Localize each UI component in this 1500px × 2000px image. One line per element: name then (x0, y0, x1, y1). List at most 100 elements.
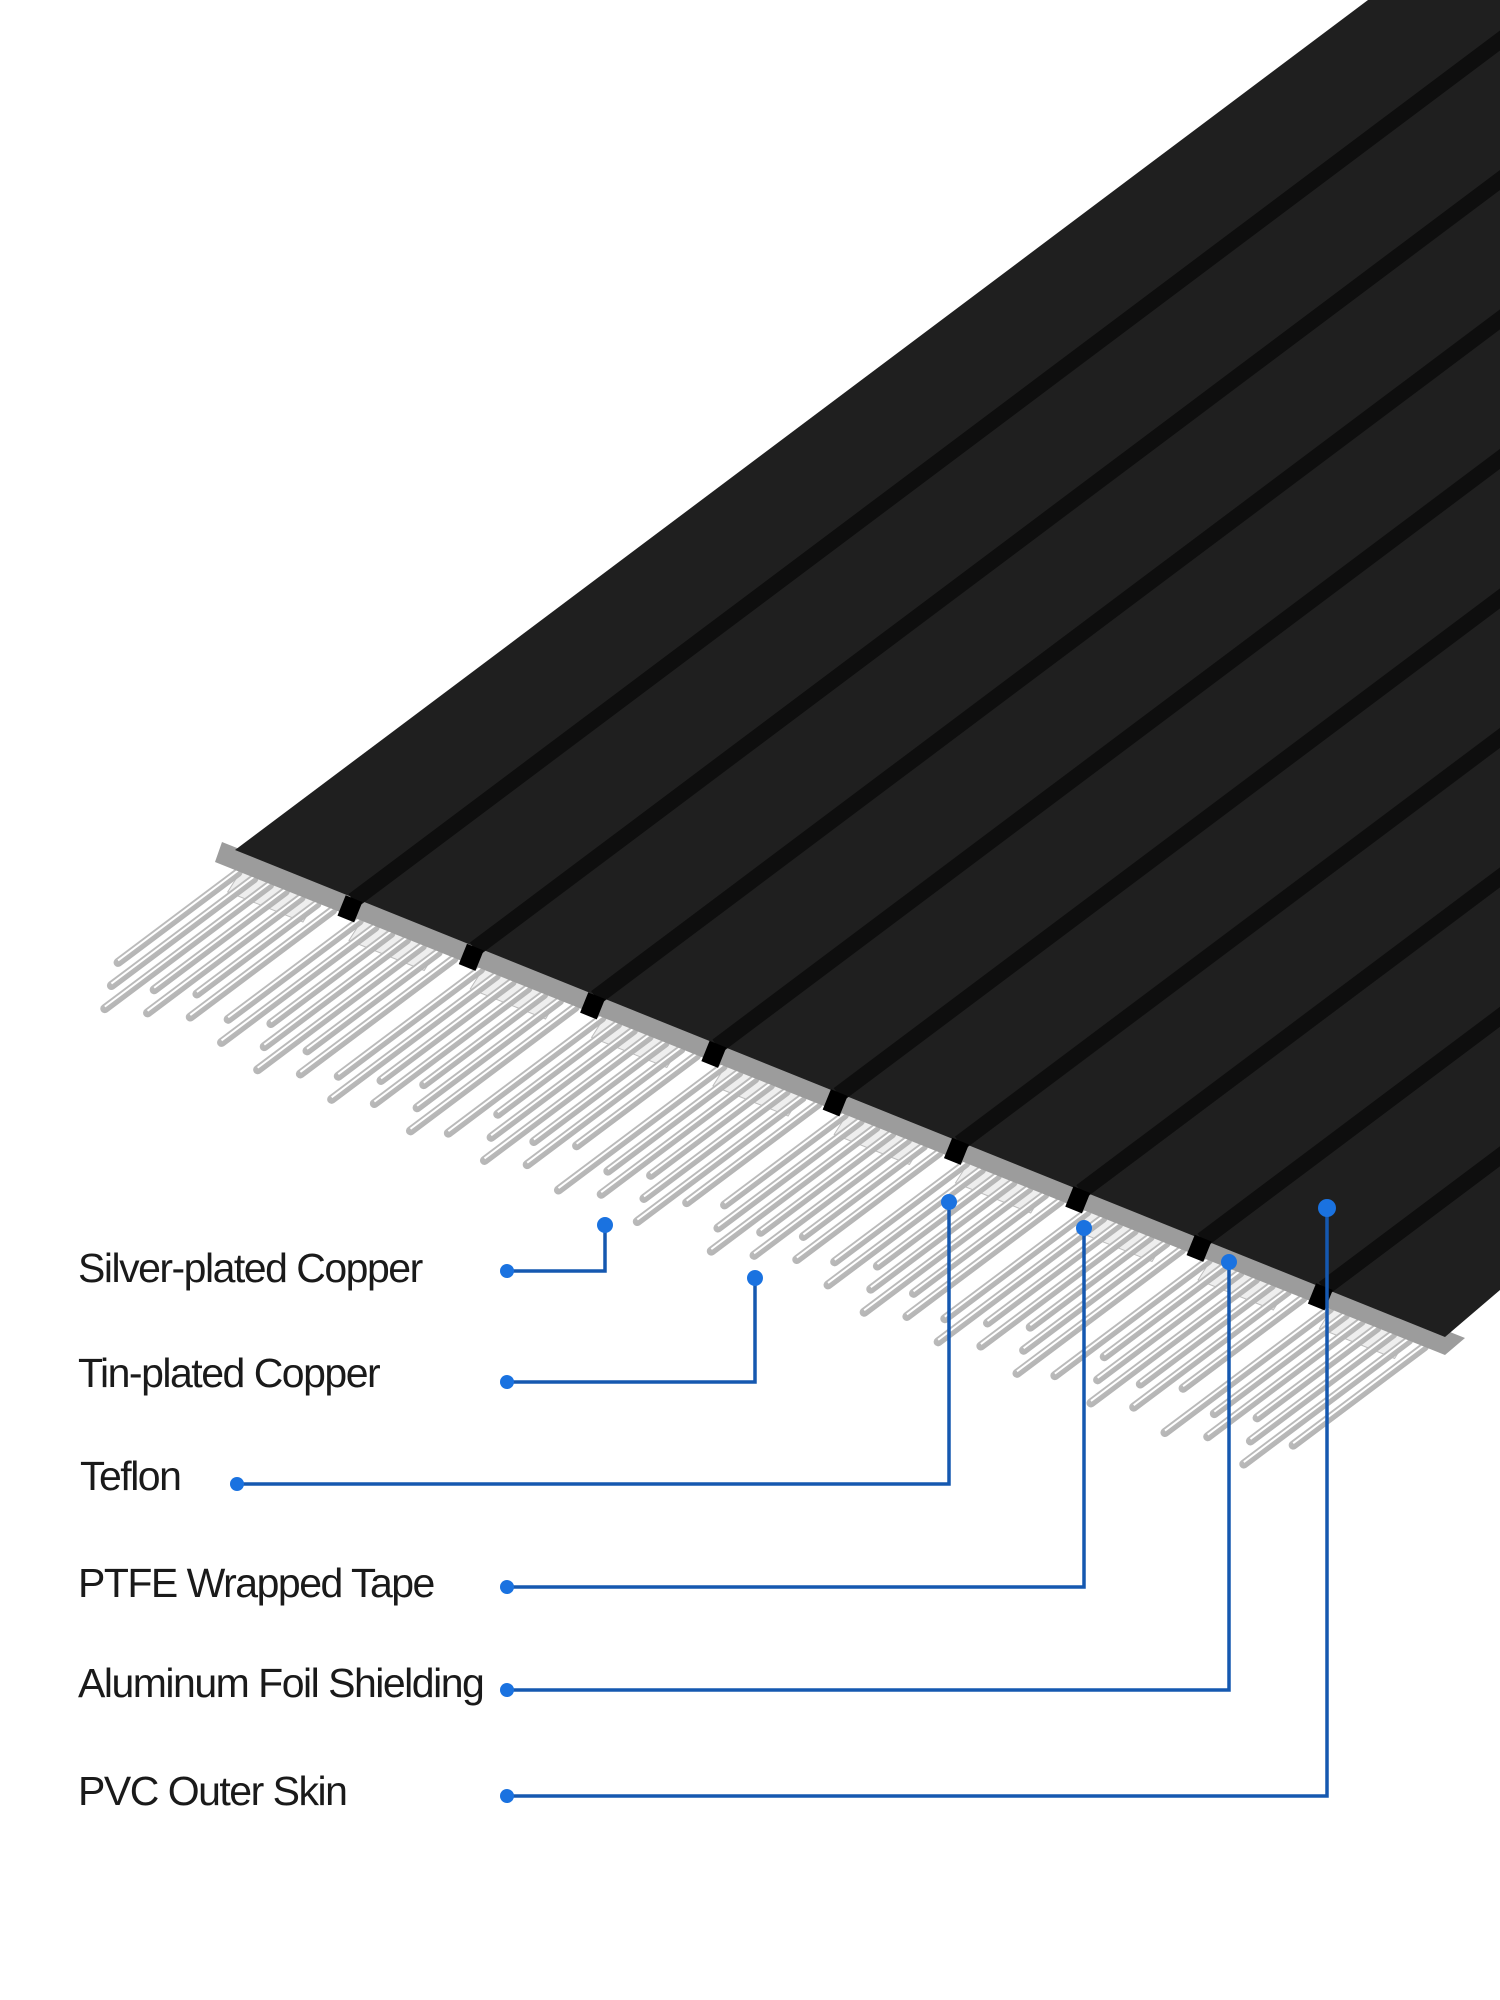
conductor-highlight (643, 1088, 787, 1198)
conductor-strand (1019, 1238, 1171, 1355)
leader-line (507, 1262, 1231, 1692)
leader-dot (500, 1264, 514, 1278)
conductor-highlight (117, 869, 239, 962)
groove-notch (458, 943, 484, 971)
conductor-highlight (263, 937, 408, 1046)
conductor-strand (113, 867, 243, 967)
groove-notch (822, 1089, 848, 1117)
ribbon-grooves (337, 30, 1500, 1311)
conductor-highlight (1054, 1257, 1210, 1375)
conductor-highlight (153, 888, 286, 989)
conductor-highlight (110, 875, 255, 985)
conductor-highlight (331, 972, 498, 1099)
ribbon-groove (833, 588, 1500, 1101)
conductor-highlight (1139, 1282, 1273, 1383)
conductor-highlight (380, 979, 513, 1080)
conductor-highlight (937, 1215, 1104, 1341)
conductor-highlight (483, 1034, 650, 1160)
conductor-strand (720, 1110, 850, 1210)
conductor-highlight (1097, 1270, 1241, 1379)
conductor-strand (706, 1123, 881, 1256)
conductor-highlight (802, 1143, 925, 1236)
conductor-highlight (557, 1063, 724, 1189)
conductor-strand (419, 990, 549, 1090)
conductor-highlight (257, 943, 424, 1069)
leader-line (507, 1278, 757, 1384)
conductor-highlight (227, 918, 360, 1019)
conductor-strand (553, 1061, 728, 1195)
conductor-strand (266, 929, 396, 1029)
conductor-strand (486, 1026, 639, 1142)
conductor-highlight (373, 985, 529, 1103)
ribbon-groove (591, 309, 1500, 1004)
conductor-strand (1093, 1268, 1245, 1385)
conductor-strand (522, 1044, 686, 1170)
conductor-strand (143, 893, 306, 1018)
leader-line (507, 1225, 607, 1273)
conductor-strand (1252, 1323, 1382, 1423)
leader-line (237, 1202, 951, 1486)
conductor-highlight (1292, 1343, 1425, 1444)
conductor-strand (295, 954, 459, 1079)
conductor-highlight (980, 1228, 1136, 1345)
conductor-strand (792, 1148, 944, 1265)
leader-dot (597, 1217, 613, 1233)
conductor-highlight (497, 1021, 619, 1114)
conductor-highlight (906, 1198, 1062, 1316)
conductor-strand (596, 1074, 760, 1199)
conductor-strand (1245, 1329, 1398, 1446)
conductor-highlight (760, 1131, 893, 1232)
leader-dot (500, 1375, 514, 1389)
conductor-strand (443, 1013, 607, 1138)
ribbon-groove (954, 727, 1500, 1150)
leader-dot (747, 1270, 763, 1286)
conductor-highlight (423, 991, 545, 1084)
leader-dot (941, 1194, 957, 1210)
conductor-highlight (870, 1179, 1014, 1288)
exposed-conductors (100, 867, 1429, 1469)
leader-line (507, 1228, 1086, 1589)
conductor-strand (1203, 1317, 1366, 1442)
groove-notch (337, 895, 363, 923)
conductor-strand (639, 1087, 791, 1203)
conductor-strand (185, 905, 338, 1022)
conductor-strand (682, 1099, 823, 1208)
conductor-strand (217, 922, 380, 1047)
conductor-highlight (337, 966, 482, 1076)
conductor-highlight (686, 1101, 819, 1202)
conductor-strand (830, 1158, 971, 1267)
groove-notch (1065, 1186, 1091, 1214)
callout-silver-plated-copper: Silver-plated Copper (78, 1217, 613, 1291)
callout-aluminum-foil-shielding: Aluminum Foil Shielding (78, 1254, 1237, 1706)
ribbon-groove (1076, 867, 1500, 1198)
groove-notch (943, 1137, 969, 1165)
label-aluminum-foil-shielding: Aluminum Foil Shielding (78, 1660, 483, 1706)
conductor-strand (493, 1019, 623, 1119)
conductor-strand (192, 899, 322, 999)
conductor-highlight (306, 949, 439, 1050)
conductor-highlight (1182, 1295, 1304, 1388)
conductor-highlight (1103, 1263, 1225, 1356)
conductor-highlight (1133, 1289, 1288, 1406)
callout-pvc-outer-skin: PVC Outer Skin (78, 1199, 1336, 1814)
leader-dot (500, 1683, 514, 1697)
conductor-strand (1209, 1310, 1351, 1419)
ribbon-groove (1197, 1006, 1500, 1247)
conductor-strand (1288, 1342, 1429, 1450)
conductor-highlight (1207, 1318, 1362, 1436)
conductor-highlight (416, 998, 561, 1107)
conductor-highlight (1029, 1234, 1151, 1326)
conductor-highlight (104, 882, 271, 1008)
conductor-highlight (1249, 1331, 1394, 1440)
conductor-strand (1129, 1287, 1292, 1412)
conductor-strand (1135, 1281, 1277, 1389)
conductor-strand (603, 1068, 744, 1176)
conductor-strand (983, 1220, 1124, 1328)
conductor-strand (1012, 1245, 1187, 1378)
conductor-highlight (409, 1004, 576, 1130)
conductor-strand (529, 1038, 670, 1147)
conductor-highlight (649, 1082, 772, 1175)
conductor-strand (369, 983, 533, 1109)
conductor-strand (713, 1116, 865, 1233)
conductor-highlight (717, 1118, 861, 1227)
